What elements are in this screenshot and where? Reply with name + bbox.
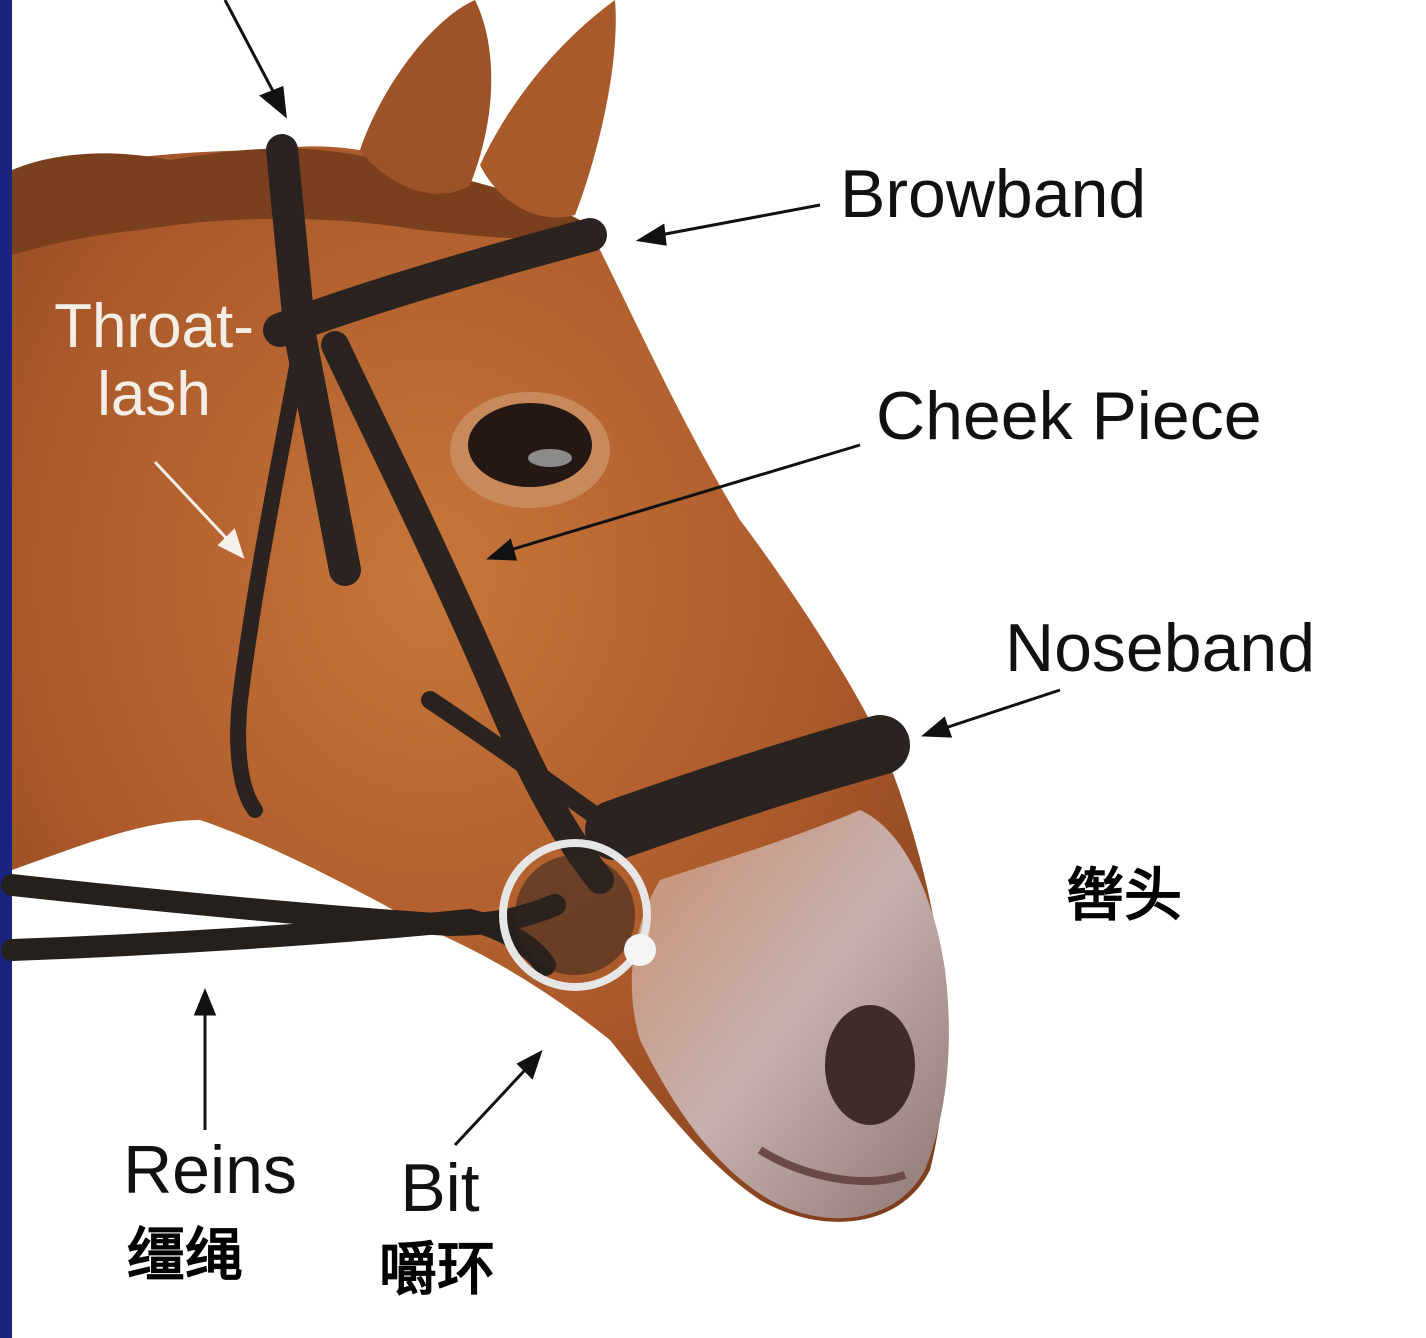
label-reins: Reins [110,1136,310,1204]
bit-mouthpiece [624,934,656,966]
label-noseband: Noseband [1005,614,1315,682]
label-browband: Browband [840,160,1146,228]
label-throatlash-line1: Throat- [38,296,270,358]
label-bit: Bit [380,1154,500,1222]
horse-eye [468,403,592,487]
label-throatlash: Throat- lash [38,296,270,426]
bit-ring-shadow [515,855,635,975]
arrow-reins-head [196,992,214,1014]
label-cheek-piece: Cheek Piece [876,382,1262,450]
label-bridle-cn: 辔头 [1066,866,1182,924]
arrow-browband-head [640,226,665,244]
arrow-headpiece [225,0,275,95]
left-edge-band [0,0,12,1338]
horse-right-ear [480,0,616,218]
arrow-noseband-head [925,719,950,736]
label-reins-cn: 缰绳 [110,1226,260,1284]
arrow-noseband [945,690,1060,728]
label-bit-cn: 嚼环 [372,1240,502,1298]
arrow-bit [455,1070,525,1145]
arrow-headpiece-head [262,88,285,115]
horse-left-ear [360,0,491,194]
arrow-browband [660,205,820,235]
horse-nostril [825,1005,915,1125]
label-throatlash-line2: lash [38,364,270,426]
horse-eye-highlight [528,449,572,467]
